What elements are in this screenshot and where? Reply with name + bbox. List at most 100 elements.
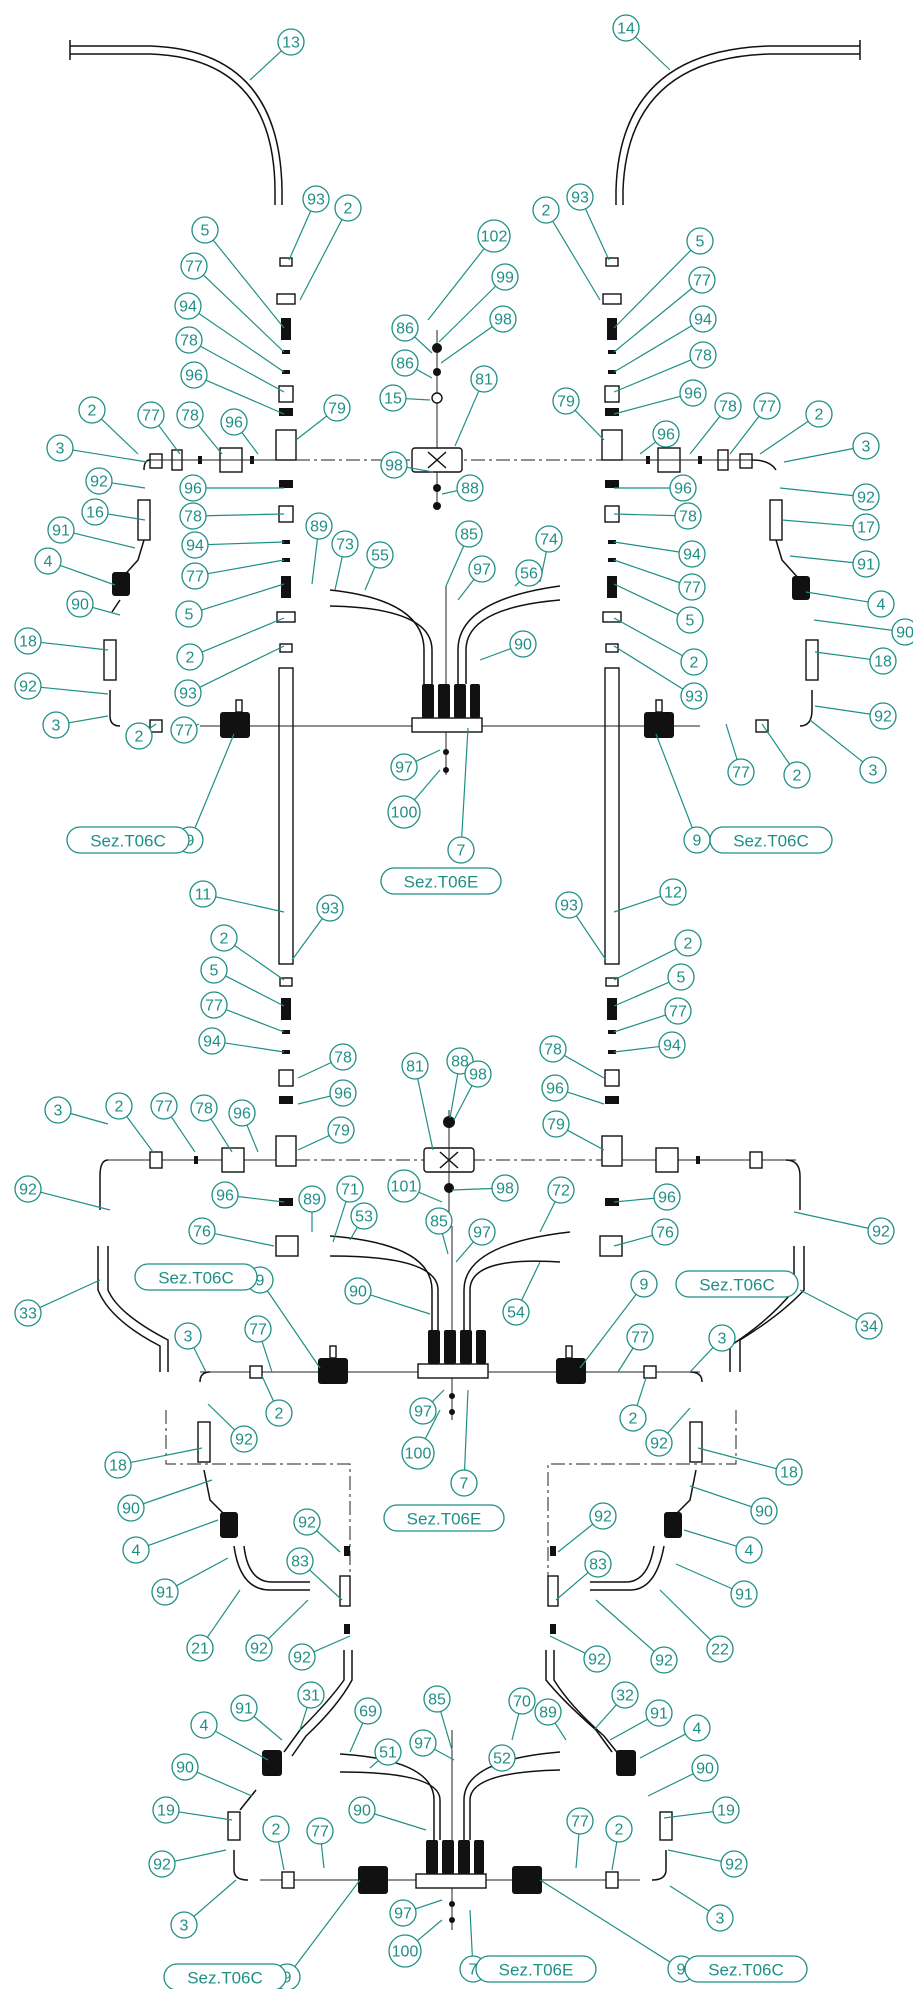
callout-number: 89 — [303, 1192, 321, 1209]
callout-number: 77 — [249, 1322, 267, 1339]
leader-line — [73, 532, 136, 549]
leader-line — [613, 981, 670, 1007]
leader-line — [555, 1572, 589, 1601]
leader-line — [214, 1233, 275, 1247]
leader-line — [579, 1293, 637, 1369]
callout-number: 100 — [392, 1944, 419, 1961]
right-column-top — [599, 257, 623, 1257]
leader-line — [415, 749, 441, 762]
callout-86: 86 — [391, 314, 419, 342]
callout-number: 74 — [540, 532, 558, 549]
leader-line — [669, 1885, 710, 1912]
callout-92: 92 — [650, 1646, 678, 1674]
callout-100: 100 — [387, 795, 421, 829]
callout-92: 92 — [645, 1429, 673, 1457]
callout-13: 13 — [277, 28, 305, 56]
leader-line — [567, 1129, 605, 1151]
callout-number: 7 — [460, 1476, 469, 1493]
leader-line — [574, 409, 605, 441]
leader-line — [414, 1919, 443, 1944]
callout-number: 97 — [394, 1906, 412, 1923]
leader-line — [438, 285, 497, 343]
callout-number: 90 — [349, 1284, 367, 1301]
leader-line — [246, 1124, 259, 1153]
callout-number: 4 — [877, 597, 886, 614]
callout-number: 77 — [669, 1004, 687, 1021]
callout-92: 92 — [852, 483, 880, 511]
callout-90: 90 — [66, 590, 94, 618]
callout-77: 77 — [626, 1323, 654, 1351]
callout-3: 3 — [706, 1904, 734, 1932]
callout-number: 92 — [298, 1515, 316, 1532]
callout-5: 5 — [191, 216, 219, 244]
hose-13 — [69, 40, 283, 205]
callout-79: 79 — [323, 394, 351, 422]
callout-number: 92 — [725, 1857, 743, 1874]
callout-number: 94 — [179, 299, 197, 316]
callout-number: 4 — [693, 1721, 702, 1738]
callout-2: 2 — [78, 396, 106, 424]
callout-77: 77 — [678, 573, 706, 601]
leader-line — [647, 1773, 694, 1797]
callout-number: 51 — [379, 1745, 397, 1762]
leader-line — [241, 432, 259, 455]
leader-line — [149, 723, 157, 729]
callout-71: 71 — [336, 1175, 364, 1203]
callout-number: 31 — [302, 1688, 320, 1705]
callout-89: 89 — [298, 1185, 326, 1213]
leader-line — [689, 1485, 752, 1508]
callout-92: 92 — [14, 672, 42, 700]
leader-line — [793, 1211, 869, 1229]
callout-92: 92 — [720, 1850, 748, 1878]
leader-line — [799, 1289, 858, 1321]
hose-14 — [615, 40, 861, 205]
callout-92: 92 — [869, 702, 897, 730]
leader-line — [814, 651, 871, 660]
callout-78: 78 — [689, 341, 717, 369]
callout-number: 78 — [679, 509, 697, 526]
callout-4: 4 — [683, 1714, 711, 1742]
valve-9-top-left — [149, 699, 250, 738]
callout-number: 77 — [186, 569, 204, 586]
callout-number: 33 — [19, 1306, 37, 1323]
callout-90: 90 — [344, 1277, 372, 1305]
leader-line — [369, 1760, 379, 1769]
callout-2: 2 — [532, 196, 560, 224]
callout-54: 54 — [502, 1298, 530, 1326]
callout-number: 78 — [694, 348, 712, 365]
leader-line — [417, 1078, 434, 1151]
callout-number: 93 — [179, 686, 197, 703]
leader-line — [613, 287, 693, 353]
leader-line — [92, 606, 121, 616]
callout-number: 56 — [520, 566, 538, 583]
leader-line — [449, 1073, 459, 1119]
leader-line — [667, 1407, 691, 1434]
section-reference-text: Sez.T06C — [733, 832, 809, 851]
callout-78: 78 — [329, 1043, 357, 1071]
callout-90: 90 — [891, 618, 913, 646]
valve-9-top-right — [644, 699, 769, 738]
callout-number: 73 — [336, 537, 354, 554]
branch-left-mid — [97, 1147, 276, 1372]
leader-line — [267, 1599, 309, 1640]
callout-number: 34 — [860, 1319, 878, 1336]
callout-number: 78 — [195, 1101, 213, 1118]
callout-number: 91 — [650, 1706, 668, 1723]
leader-line — [261, 1341, 273, 1373]
leader-line — [759, 420, 809, 455]
callout-90: 90 — [750, 1497, 778, 1525]
leader-line — [364, 566, 376, 591]
callout-number: 96 — [546, 1081, 564, 1098]
callout-78: 78 — [176, 401, 204, 429]
leader-line — [70, 1112, 109, 1125]
callout-number: 97 — [414, 1736, 432, 1753]
leader-line — [266, 1290, 321, 1369]
callout-number: 2 — [88, 403, 97, 420]
callout-number: 94 — [663, 1038, 681, 1055]
callout-number: 2 — [684, 936, 693, 953]
callout-3: 3 — [170, 1911, 198, 1939]
callout-number: 92 — [235, 1432, 253, 1449]
section-reference-label: Sez.T06C — [675, 1270, 799, 1298]
section-reference-text: Sez.T06C — [187, 1969, 263, 1988]
leader-line — [253, 1715, 283, 1741]
